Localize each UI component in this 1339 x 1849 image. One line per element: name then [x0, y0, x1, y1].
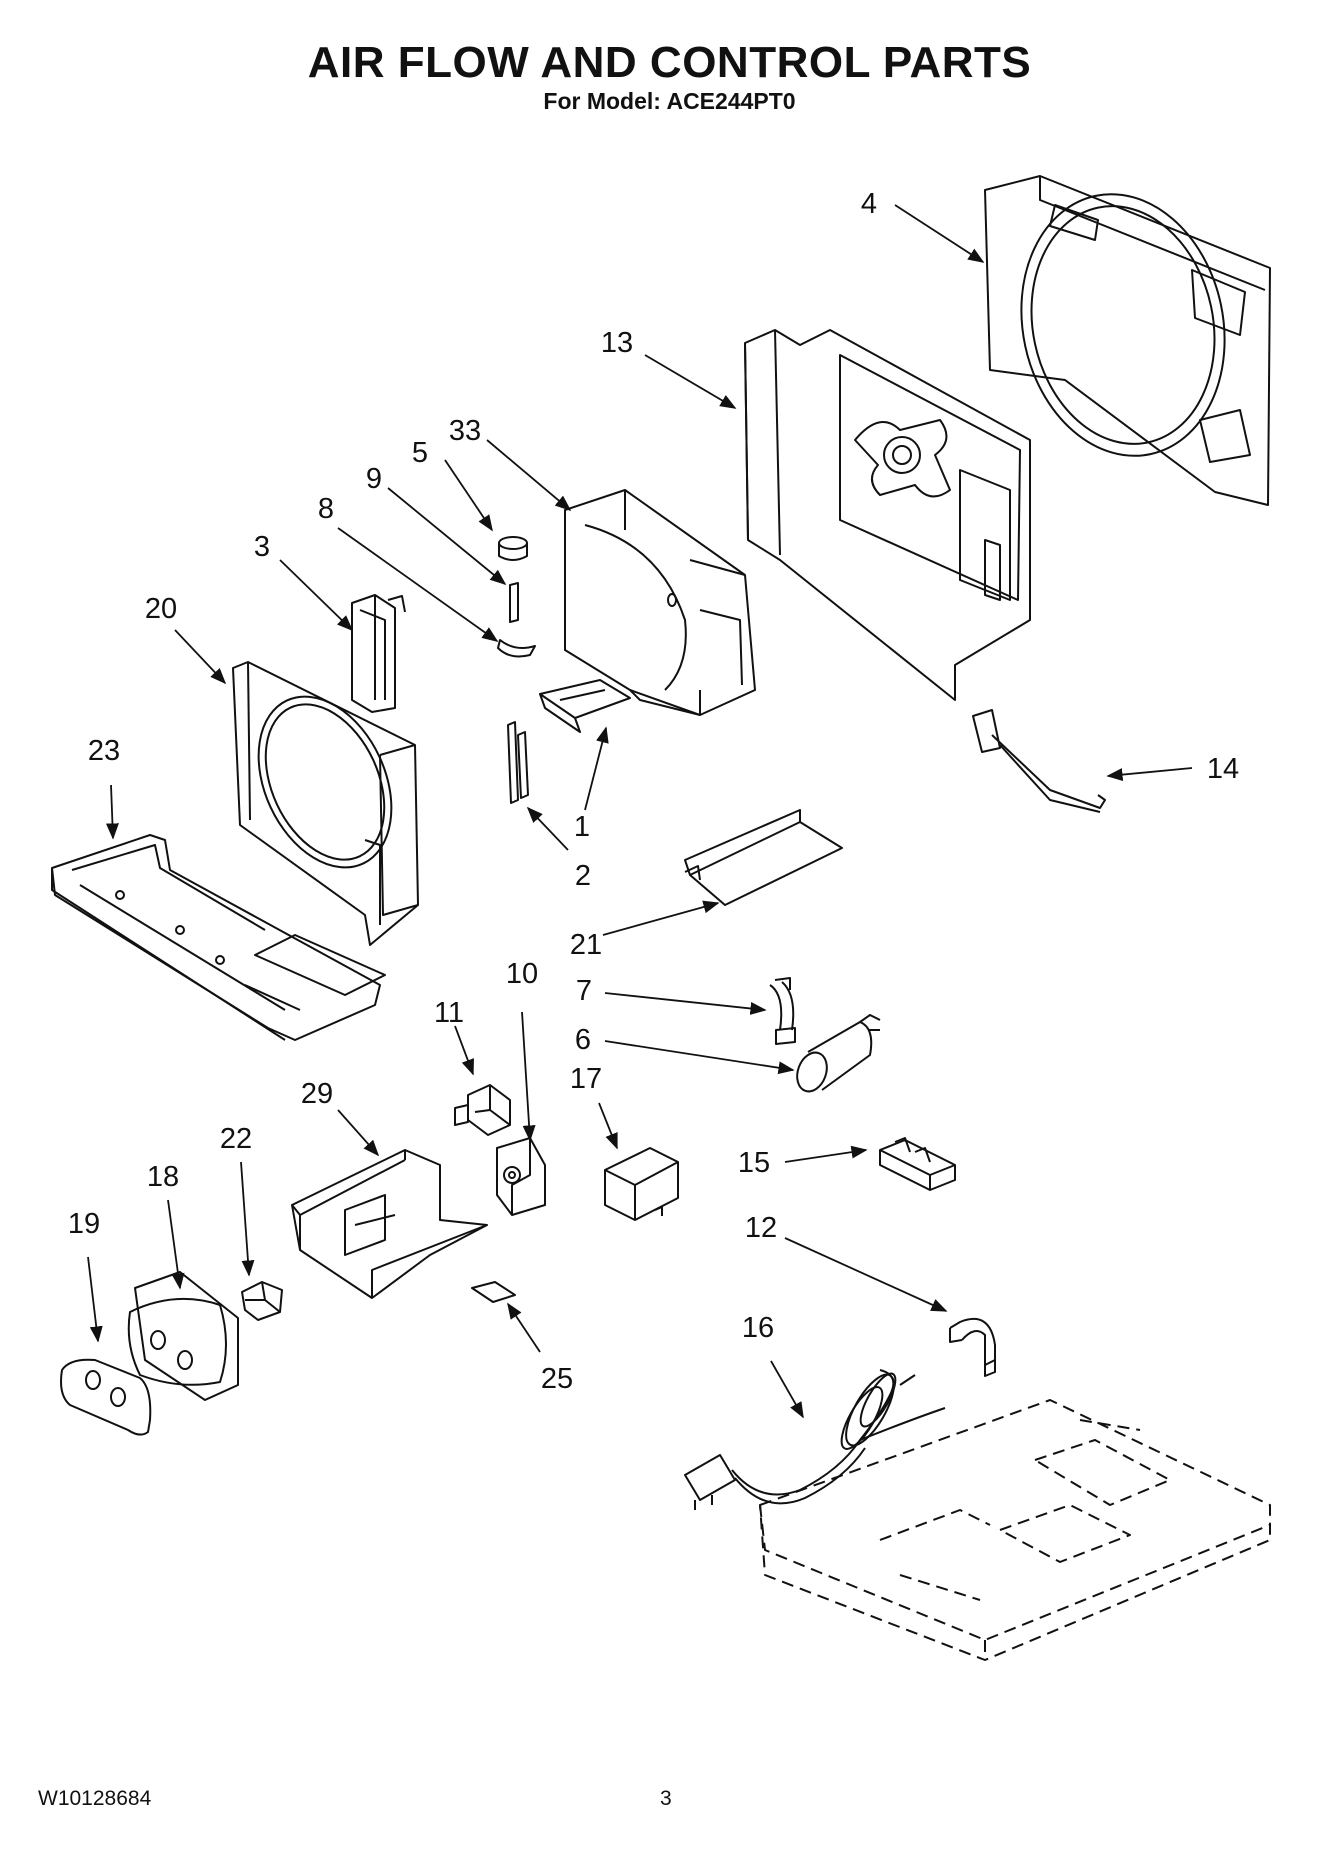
part-15-terminal-block — [879, 1137, 956, 1191]
part-1-bracket — [539, 679, 631, 733]
callout-16: 16 — [742, 1312, 774, 1344]
part-13-bulkhead — [744, 329, 1031, 701]
callout-9: 9 — [366, 463, 382, 495]
callout-6: 6 — [575, 1024, 591, 1056]
part-10-switch — [496, 1137, 546, 1216]
model-subtitle: For Model: ACE244PT0 — [543, 88, 796, 114]
part-6-capacitor — [796, 1014, 881, 1093]
callout-13: 13 — [601, 327, 633, 359]
callout-labels: 4 13 33 5 9 8 3 20 23 1 2 14 21 7 6 10 1… — [68, 188, 1239, 1395]
callout-1: 1 — [574, 811, 590, 843]
part-22-knob — [241, 1281, 283, 1321]
callout-20: 20 — [145, 593, 177, 625]
part-18-control-panel — [127, 1271, 239, 1401]
leader-arrows — [87, 204, 1193, 1419]
callout-17: 17 — [570, 1063, 602, 1095]
callout-2: 2 — [575, 860, 591, 892]
part-20-panel — [232, 661, 419, 946]
callout-12: 12 — [745, 1212, 777, 1244]
part-19-knob-plate — [60, 1358, 152, 1436]
part-16-power-cord — [684, 1369, 946, 1510]
document-number: W10128684 — [38, 1787, 152, 1810]
part-33-blower-housing — [564, 489, 756, 716]
part-29-control-box — [291, 1149, 488, 1299]
part-12-clamp — [949, 1317, 996, 1377]
callout-4: 4 — [861, 188, 877, 220]
callout-23: 23 — [88, 735, 120, 767]
part-3-bracket — [351, 594, 406, 713]
callout-14: 14 — [1207, 753, 1239, 785]
callout-11: 11 — [434, 997, 464, 1029]
chassis-base-dashed — [759, 1399, 1271, 1661]
part-5-nut — [498, 536, 528, 561]
callout-10: 10 — [506, 958, 538, 990]
part-4-shroud — [984, 175, 1271, 506]
part-11-thermostat — [454, 1084, 511, 1136]
callout-21: 21 — [570, 929, 602, 961]
page-title: AIR FLOW AND CONTROL PARTS — [307, 38, 1032, 87]
callout-19: 19 — [68, 1208, 100, 1240]
part-23-base-pan — [51, 834, 386, 1041]
callout-5: 5 — [412, 437, 428, 469]
callout-18: 18 — [147, 1161, 179, 1193]
callout-33: 33 — [449, 415, 481, 447]
part-9-clip — [509, 582, 519, 623]
callout-25: 25 — [541, 1363, 573, 1395]
callout-29: 29 — [301, 1078, 333, 1110]
page-number: 3 — [660, 1787, 672, 1810]
callout-8: 8 — [318, 493, 334, 525]
callout-3: 3 — [254, 531, 270, 563]
callout-7: 7 — [576, 975, 592, 1007]
part-8-spring — [497, 639, 536, 658]
part-2-seal — [507, 721, 529, 804]
callout-15: 15 — [738, 1147, 770, 1179]
part-21-deflector — [684, 809, 843, 906]
part-14-thermistor — [972, 709, 1106, 813]
part-17-relay — [604, 1147, 679, 1221]
part-25-label — [471, 1281, 516, 1303]
part-7-strap — [769, 977, 796, 1045]
callout-22: 22 — [220, 1123, 252, 1155]
